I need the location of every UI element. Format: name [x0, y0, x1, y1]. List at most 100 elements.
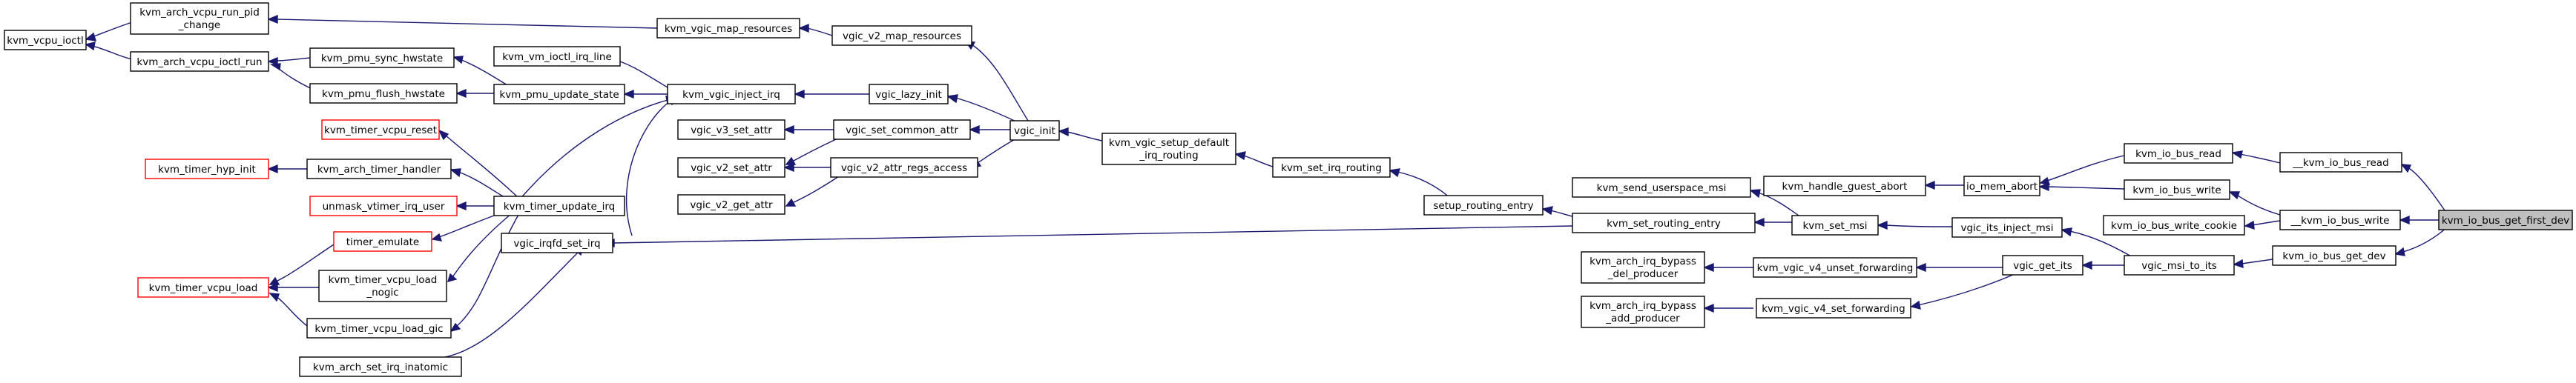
node-io-mem-abort[interactable]: io_mem_abort	[1963, 176, 2040, 196]
edge-vgic-init-to-attr-regs-access	[970, 137, 1018, 168]
node-vgic-msi-to-its[interactable]: vgic_msi_to_its	[2124, 255, 2235, 276]
edge-lazy-init-to-inject-irq	[794, 89, 869, 99]
edge-update-irq-to-unmask-vtimer	[455, 201, 494, 211]
edge-set-irq-routing-to-setup-default	[1234, 151, 1274, 167]
node-label: vgic_its_inject_msi	[1960, 222, 2053, 234]
node-label: kvm_timer_vcpu_reset	[324, 124, 437, 136]
node-vgic-init[interactable]: vgic_init	[1009, 120, 1060, 141]
node-timer-emulate[interactable]: timer_emulate	[333, 231, 432, 252]
node-vgic-irqfd-set-irq[interactable]: vgic_irqfd_set_irq	[501, 233, 613, 253]
node-kvm-arch-vcpu-ioctl-run[interactable]: kvm_arch_vcpu_ioctl_run	[130, 51, 269, 72]
node-vgic-v2-get-attr[interactable]: vgic_v2_get_attr	[677, 194, 785, 215]
node-kvm-vm-ioctl-irq-line[interactable]: kvm_vm_ioctl_irq_line	[493, 46, 621, 67]
node-setup-routing-entry[interactable]: setup_routing_entry	[1423, 195, 1544, 216]
node-kvm-timer-vcpu-reset[interactable]: kvm_timer_vcpu_reset	[321, 119, 440, 140]
node-vgic-its-inject-msi[interactable]: vgic_its_inject_msi	[1951, 217, 2063, 238]
node-kvm-arch-set-irq-inatomic[interactable]: kvm_arch_set_irq_inatomic	[299, 356, 462, 377]
node-kvm-arch-vcpu-run-pid-change[interactable]: kvm_arch_vcpu_run_pid _change	[130, 2, 269, 35]
node-vgic-set-common-attr[interactable]: vgic_set_common_attr	[833, 119, 971, 140]
node-kvm-set-routing-entry[interactable]: kvm_set_routing_entry	[1572, 213, 1756, 233]
edge-sync-hwstate-to-ioctl-run	[267, 56, 311, 65]
node-kvm-timer-hyp-init[interactable]: kvm_timer_hyp_init	[145, 159, 269, 179]
edge-attr-regs-access-to-v2-set-attr	[783, 162, 831, 173]
node-kvm-timer-vcpu-load-nogic[interactable]: kvm_timer_vcpu_load _nogic	[318, 270, 447, 302]
edge-underscore-read-to-io-bus-read	[2231, 150, 2281, 164]
node-kvm-vgic-setup-default-irq-routing[interactable]: kvm_vgic_setup_default _irq_routing	[1101, 133, 1236, 165]
node-kvm-pmu-sync-hwstate[interactable]: kvm_pmu_sync_hwstate	[309, 47, 455, 68]
node-label: kvm_timer_hyp_init	[158, 164, 256, 176]
node-kvm-timer-vcpu-load[interactable]: kvm_timer_vcpu_load	[137, 277, 269, 298]
node-kvm-vgic-inject-irq[interactable]: kvm_vgic_inject_irq	[667, 84, 796, 104]
node-kvm-timer-update-irq[interactable]: kvm_timer_update_irq	[493, 196, 625, 216]
node-label: vgic_v2_attr_regs_access	[841, 162, 967, 174]
node-label: vgic_v2_set_attr	[691, 162, 772, 174]
node-kvm-set-msi[interactable]: kvm_set_msi	[1791, 215, 1879, 236]
node-label: vgic_v2_map_resources	[843, 30, 961, 42]
edge-vgic-init-to-lazy-init	[946, 94, 1018, 123]
edge-inject-irq-to-update-state	[623, 89, 668, 99]
node-kvm-vcpu-ioctl[interactable]: kvm_vcpu_ioctl	[4, 30, 87, 50]
edge-v2-map-resources-to-map-resources	[798, 23, 833, 36]
node-label: _irq_routing	[1139, 150, 1198, 161]
node-label: setup_routing_entry	[1433, 200, 1533, 212]
node-label: kvm_arch_irq_bypass	[1590, 256, 1696, 267]
node-kvm-set-irq-routing[interactable]: kvm_set_irq_routing	[1272, 157, 1391, 178]
node-kvm-io-bus-get-dev[interactable]: kvm_io_bus_get_dev	[2272, 245, 2397, 266]
node-label: _add_producer	[1605, 313, 1680, 324]
node-kvm-vgic-map-resources[interactable]: kvm_vgic_map_resources	[656, 18, 800, 39]
node-kvm-vgic-v4-set-forwarding[interactable]: kvm_vgic_v4_set_forwarding	[1756, 298, 1911, 319]
edge-map-resources-to-run-pid-change	[267, 14, 658, 29]
node-kvm-pmu-flush-hwstate[interactable]: kvm_pmu_flush_hwstate	[309, 83, 458, 104]
node-vgic-get-its[interactable]: vgic_get_its	[2002, 255, 2083, 276]
node-label: unmask_vtimer_irq_user	[323, 201, 445, 213]
edge-update-irq-to-arch-timer-handler	[449, 168, 510, 201]
node-underscore-kvm-io-bus-write[interactable]: __kvm_io_bus_write	[2279, 210, 2401, 230]
edge-first-dev-to-underscore-read	[2400, 164, 2448, 216]
node-vgic-lazy-init[interactable]: vgic_lazy_init	[869, 84, 949, 104]
node-vgic-v2-attr-regs-access[interactable]: vgic_v2_attr_regs_access	[830, 157, 978, 178]
edge-set-common-attr-to-v3-set-attr	[783, 124, 834, 135]
node-label: vgic_v3_set_attr	[691, 124, 772, 136]
edge-update-irq-to-timer-vcpu-reset	[438, 129, 520, 199]
node-vgic-v2-map-resources[interactable]: vgic_v2_map_resources	[831, 25, 972, 46]
node-label: kvm_arch_vcpu_run_pid	[139, 7, 260, 19]
edge-first-dev-to-underscore-write	[2399, 215, 2439, 225]
node-unmask-vtimer-irq-user[interactable]: unmask_vtimer_irq_user	[309, 196, 458, 216]
edge-irqfd-set-irq-to-inject-irq	[626, 96, 678, 236]
edge-setup-default-to-vgic-init	[1058, 127, 1103, 141]
edge-set-irq-inatomic-to-irqfd-set-irq	[444, 245, 584, 358]
node-kvm-handle-guest-abort[interactable]: kvm_handle_guest_abort	[1763, 176, 1926, 196]
edge-attr-regs-access-to-v2-get-attr	[785, 174, 842, 207]
node-label: kvm_vgic_map_resources	[665, 23, 792, 35]
node-kvm-io-bus-write-cookie[interactable]: kvm_io_bus_write_cookie	[2103, 215, 2245, 236]
node-vgic-v3-set-attr[interactable]: vgic_v3_set_attr	[677, 119, 785, 140]
node-underscore-kvm-io-bus-read[interactable]: __kvm_io_bus_read	[2279, 152, 2402, 173]
nodes: kvm_vcpu_ioctl kvm_arch_vcpu_run_pid _ch…	[4, 2, 2573, 377]
node-kvm-io-bus-read[interactable]: kvm_io_bus_read	[2124, 143, 2233, 164]
node-kvm-vgic-v4-unset-forwarding[interactable]: kvm_vgic_v4_unset_forwarding	[1753, 257, 1917, 278]
node-kvm-arch-irq-bypass-add-producer[interactable]: kvm_arch_irq_bypass _add_producer	[1581, 296, 1705, 328]
node-kvm-arch-timer-handler[interactable]: kvm_arch_timer_handler	[306, 159, 452, 179]
node-label: __kvm_io_bus_write	[2290, 215, 2390, 227]
node-kvm-pmu-update-state[interactable]: kvm_pmu_update_state	[493, 84, 625, 104]
node-vgic-v2-set-attr[interactable]: vgic_v2_set_attr	[677, 157, 785, 178]
node-label: kvm_timer_vcpu_load	[149, 282, 258, 294]
node-kvm-io-bus-get-first-dev[interactable]: kvm_io_bus_get_first_dev	[2438, 210, 2573, 230]
node-label: vgic_set_common_attr	[846, 124, 958, 136]
node-kvm-send-userspace-msi[interactable]: kvm_send_userspace_msi	[1572, 177, 1751, 198]
node-kvm-timer-vcpu-load-gic[interactable]: kvm_timer_vcpu_load_gic	[306, 318, 452, 339]
node-label: __kvm_io_bus_read	[2292, 157, 2388, 169]
node-label: kvm_io_bus_read	[2135, 148, 2221, 160]
edge-arch-timer-handler-to-hyp-init	[267, 164, 307, 174]
node-label: vgic_lazy_init	[875, 89, 942, 101]
node-kvm-arch-irq-bypass-del-producer[interactable]: kvm_arch_irq_bypass _del_producer	[1581, 251, 1705, 284]
edge-set-routing-entry-to-irqfd-set-irq	[604, 225, 1573, 248]
edge-underscore-write-to-write-cookie	[2244, 220, 2281, 230]
node-label: kvm_vgic_v4_set_forwarding	[1762, 303, 1905, 315]
node-kvm-io-bus-write[interactable]: kvm_io_bus_write	[2124, 179, 2230, 200]
node-label: kvm_arch_timer_handler	[317, 164, 441, 176]
edge-unset-forwarding-to-del-producer	[1703, 262, 1753, 273]
node-label: kvm_io_bus_get_first_dev	[2442, 215, 2569, 227]
edge-io-bus-read-to-io-mem-abort	[2039, 155, 2125, 185]
